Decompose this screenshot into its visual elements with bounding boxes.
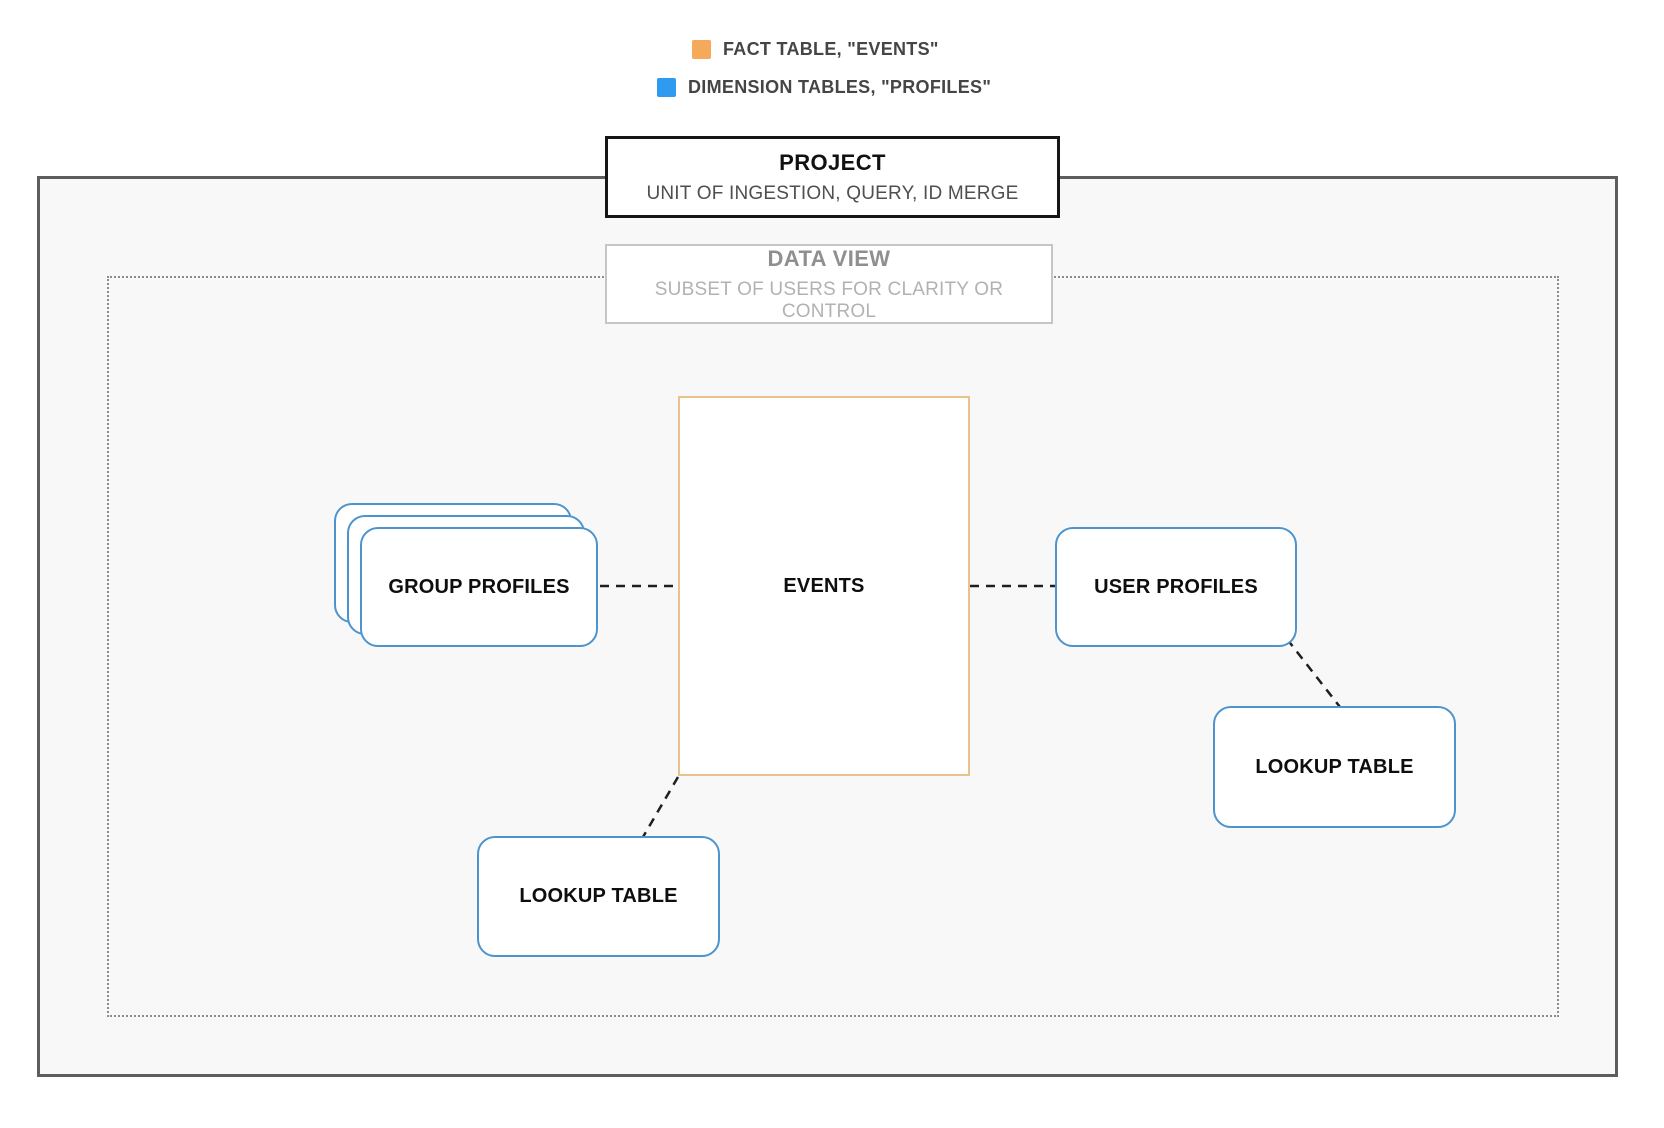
data-view-subtitle: SUBSET OF USERS FOR CLARITY OR CONTROL	[654, 278, 1004, 322]
node-lookup-table-right-label: LOOKUP TABLE	[1255, 755, 1414, 778]
node-lookup-table-bottom: LOOKUP TABLE	[477, 836, 720, 957]
node-group-profiles-label: GROUP PROFILES	[388, 575, 570, 598]
fact-table-swatch-icon	[692, 39, 711, 59]
node-user-profiles-label: USER PROFILES	[1094, 575, 1258, 598]
project-subtitle: UNIT OF INGESTION, QUERY, ID MERGE	[646, 182, 1019, 204]
node-group-profiles: GROUP PROFILES	[360, 527, 598, 647]
node-lookup-table-bottom-label: LOOKUP TABLE	[519, 885, 678, 907]
data-view-title-box: DATA VIEW SUBSET OF USERS FOR CLARITY OR…	[605, 244, 1053, 324]
node-user-profiles: USER PROFILES	[1055, 527, 1297, 647]
node-lookup-table-right: LOOKUP TABLE	[1213, 706, 1456, 828]
node-events: EVENTS	[678, 396, 970, 776]
legend-item-dimension-tables: DIMENSION TABLES, "PROFILES"	[657, 74, 991, 100]
data-view-title: DATA VIEW	[767, 245, 891, 271]
dimension-tables-swatch-icon	[657, 77, 676, 97]
project-title: PROJECT	[779, 149, 886, 175]
node-events-label: EVENTS	[783, 574, 865, 597]
legend-label-dimension-tables: DIMENSION TABLES, "PROFILES"	[688, 76, 992, 97]
legend-item-fact-table: FACT TABLE, "EVENTS"	[692, 36, 939, 62]
legend-label-fact-table: FACT TABLE, "EVENTS"	[723, 38, 939, 59]
project-title-box: PROJECT UNIT OF INGESTION, QUERY, ID MER…	[605, 136, 1060, 218]
